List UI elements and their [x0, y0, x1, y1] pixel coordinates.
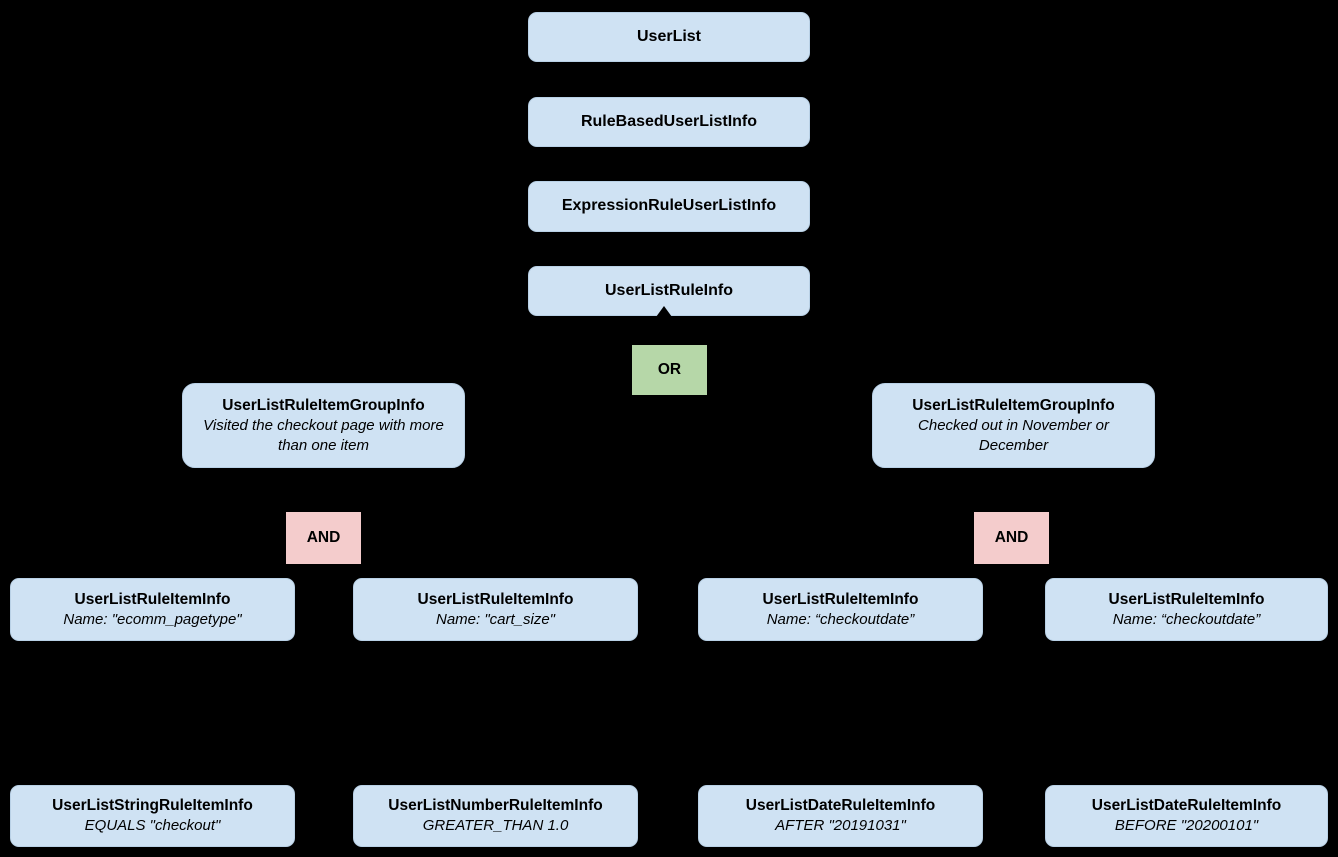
operator-and-right: AND — [973, 511, 1050, 565]
node-label: UserListRuleItemInfo — [417, 590, 574, 608]
node-note: EQUALS "checkout" — [84, 817, 221, 835]
operator-and-left: AND — [285, 511, 362, 565]
operator-label: OR — [657, 360, 682, 378]
node-label: UserListRuleItemInfo — [1108, 590, 1265, 608]
node-note: AFTER "20191031" — [775, 817, 906, 835]
node-note: GREATER_THAN 1.0 — [422, 817, 569, 835]
operator-label: AND — [306, 528, 341, 546]
node-ruleitemgroup-left: UserListRuleItemGroupInfo Visited the ch… — [182, 383, 465, 468]
node-label: UserListRuleItemInfo — [762, 590, 919, 608]
node-note: Name: “checkoutdate” — [1112, 610, 1261, 628]
node-numberruleitem: UserListNumberRuleItemInfo GREATER_THAN … — [353, 785, 638, 847]
node-ruleitem-cart-size: UserListRuleItemInfo Name: "cart_size" — [353, 578, 638, 641]
node-ruleitem-checkoutdate-1: UserListRuleItemInfo Name: “checkoutdate… — [698, 578, 983, 641]
node-ruleitem-checkoutdate-2: UserListRuleItemInfo Name: “checkoutdate… — [1045, 578, 1328, 641]
node-note: BEFORE "20200101" — [1114, 817, 1259, 835]
node-dateruleitem-before: UserListDateRuleItemInfo BEFORE "2020010… — [1045, 785, 1328, 847]
operator-label: AND — [994, 528, 1029, 546]
node-label: UserListRuleInfo — [604, 281, 733, 299]
node-rulebaseduserlistinfo: RuleBasedUserListInfo — [528, 97, 810, 147]
node-label: UserList — [636, 27, 702, 45]
node-note: Visited the checkout page with more than… — [203, 416, 444, 454]
node-stringruleitem: UserListStringRuleItemInfo EQUALS "check… — [10, 785, 295, 847]
connector-arrowhead-userlistruleinfo — [656, 306, 672, 317]
node-ruleitem-ecomm-pagetype: UserListRuleItemInfo Name: "ecomm_pagety… — [10, 578, 295, 641]
node-label: UserListNumberRuleItemInfo — [388, 797, 603, 815]
node-label: UserListStringRuleItemInfo — [52, 797, 253, 815]
node-note: Name: "ecomm_pagetype" — [63, 610, 242, 628]
node-note: Name: “checkoutdate” — [766, 610, 915, 628]
node-label: ExpressionRuleUserListInfo — [561, 197, 777, 215]
node-userlist: UserList — [528, 12, 810, 62]
node-label: RuleBasedUserListInfo — [580, 112, 758, 130]
node-note: Checked out in November or December — [918, 416, 1109, 454]
node-ruleitemgroup-right: UserListRuleItemGroupInfo Checked out in… — [872, 383, 1155, 468]
node-label: UserListRuleItemGroupInfo — [912, 396, 1115, 414]
node-dateruleitem-after: UserListDateRuleItemInfo AFTER "20191031… — [698, 785, 983, 847]
node-label: UserListDateRuleItemInfo — [745, 797, 936, 815]
node-label: UserListDateRuleItemInfo — [1091, 797, 1282, 815]
node-note: Name: "cart_size" — [435, 610, 556, 628]
node-expressionruleuserlistinfo: ExpressionRuleUserListInfo — [528, 181, 810, 232]
operator-or: OR — [631, 344, 708, 396]
node-label: UserListRuleItemInfo — [74, 590, 231, 608]
node-label: UserListRuleItemGroupInfo — [222, 396, 425, 414]
